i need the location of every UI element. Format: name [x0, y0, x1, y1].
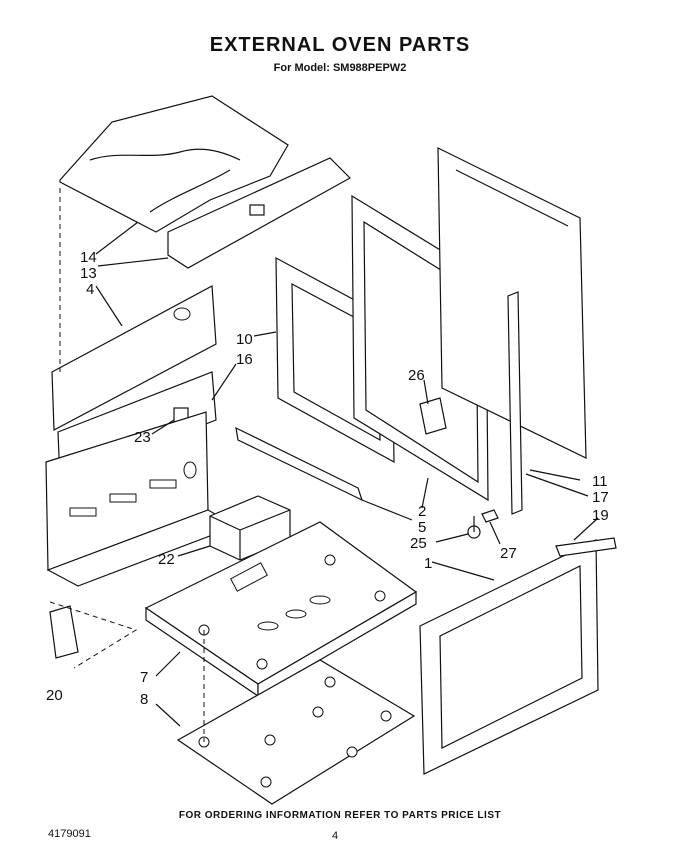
- callout-25: 25: [410, 535, 427, 552]
- rail-part: [235, 426, 364, 502]
- trim-strip-part: [507, 291, 523, 515]
- callout-19: 19: [592, 507, 609, 524]
- callout-14: 14: [80, 249, 97, 266]
- top-cover-part: [59, 95, 289, 233]
- callout-22: 22: [158, 551, 175, 568]
- model-subtitle: For Model: SM988PEPW2: [273, 62, 407, 74]
- hinge-parts: [467, 509, 499, 539]
- small-bracket-part: [49, 601, 138, 669]
- callout-17: 17: [592, 489, 609, 506]
- callout-13: 13: [80, 265, 97, 282]
- callout-7: 7: [140, 669, 148, 686]
- leader-lines: [95, 221, 599, 727]
- page-number: 4: [332, 830, 339, 842]
- ordering-info-footer: FOR ORDERING INFORMATION REFER TO PARTS …: [178, 810, 502, 821]
- door-frame-part: [419, 537, 617, 775]
- callout-5: 5: [418, 519, 426, 536]
- callout-4: 4: [86, 281, 94, 298]
- bottom-plate-part: [176, 630, 416, 805]
- callout-8: 8: [140, 691, 148, 708]
- callout-2: 2: [418, 503, 426, 520]
- callout-23: 23: [134, 429, 151, 446]
- callout-16: 16: [236, 351, 253, 368]
- document-number: 4179091: [48, 828, 91, 840]
- callout-1: 1: [424, 555, 432, 572]
- callout-20: 20: [46, 687, 63, 704]
- upper-rear-panel-part: [51, 188, 217, 431]
- callout-11: 11: [592, 473, 608, 490]
- rear-bracket-part: [167, 157, 351, 269]
- callout-10: 10: [236, 331, 253, 348]
- control-tray-part: [144, 521, 418, 698]
- lower-chassis-part: [45, 411, 238, 587]
- door-bracket-part: [419, 397, 447, 435]
- page-title: EXTERNAL OVEN PARTS: [209, 34, 471, 56]
- callout-27: 27: [500, 545, 517, 562]
- callout-26: 26: [408, 367, 425, 384]
